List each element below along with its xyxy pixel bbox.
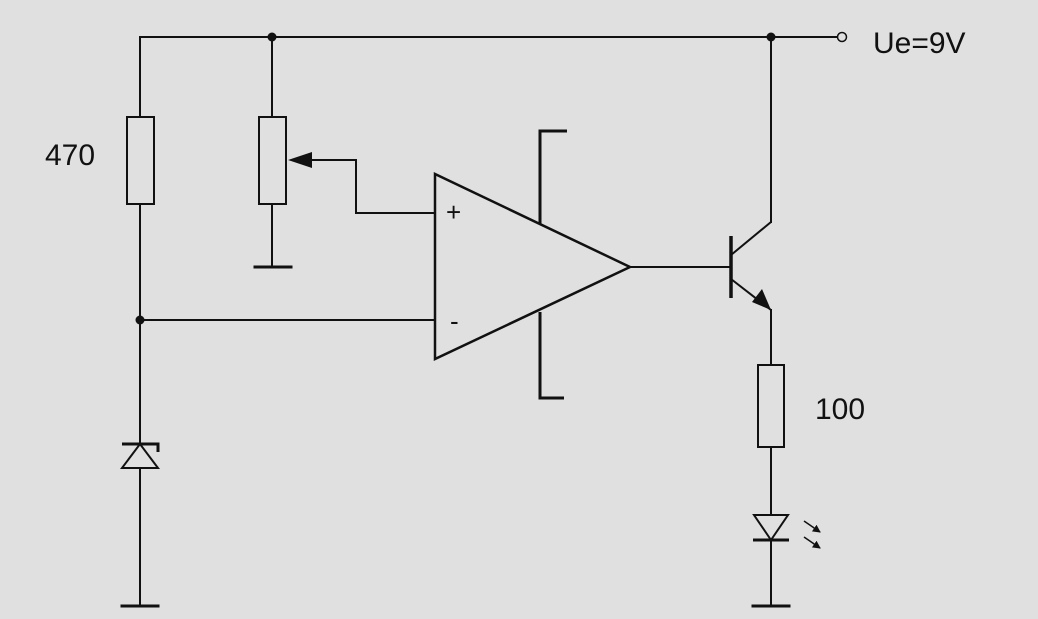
led-diode [752, 514, 790, 542]
wiper-wire [355, 159, 436, 214]
r2-value-label: 100 [815, 393, 865, 426]
transistor-collector [730, 221, 772, 256]
zener-diode [120, 442, 160, 469]
led-light-arrow-1 [803, 520, 821, 533]
r1-value-label: 470 [45, 139, 95, 172]
opamp-minus-label: - [450, 306, 459, 336]
op-amp [433, 172, 633, 361]
junction-dot-minus [135, 315, 145, 325]
supply-label: Ue=9V [873, 27, 966, 60]
led-light-arrow-2 [803, 536, 821, 549]
zener-diode-bar [122, 442, 160, 452]
opamp-plus-label: + [446, 197, 461, 227]
supply-terminal [836, 31, 848, 43]
op-amp-supply-pin-top [538, 129, 567, 224]
wiper-arrow-icon [288, 152, 312, 168]
potentiometer [258, 116, 287, 205]
transistor-emitter-arrow-icon [752, 289, 771, 310]
op-amp-supply-pin-bottom [538, 312, 564, 400]
resistor-r2 [757, 364, 785, 448]
junction-dot-pot [267, 32, 277, 42]
resistor-r1 [126, 116, 155, 205]
junction-dot-collector [766, 32, 776, 42]
